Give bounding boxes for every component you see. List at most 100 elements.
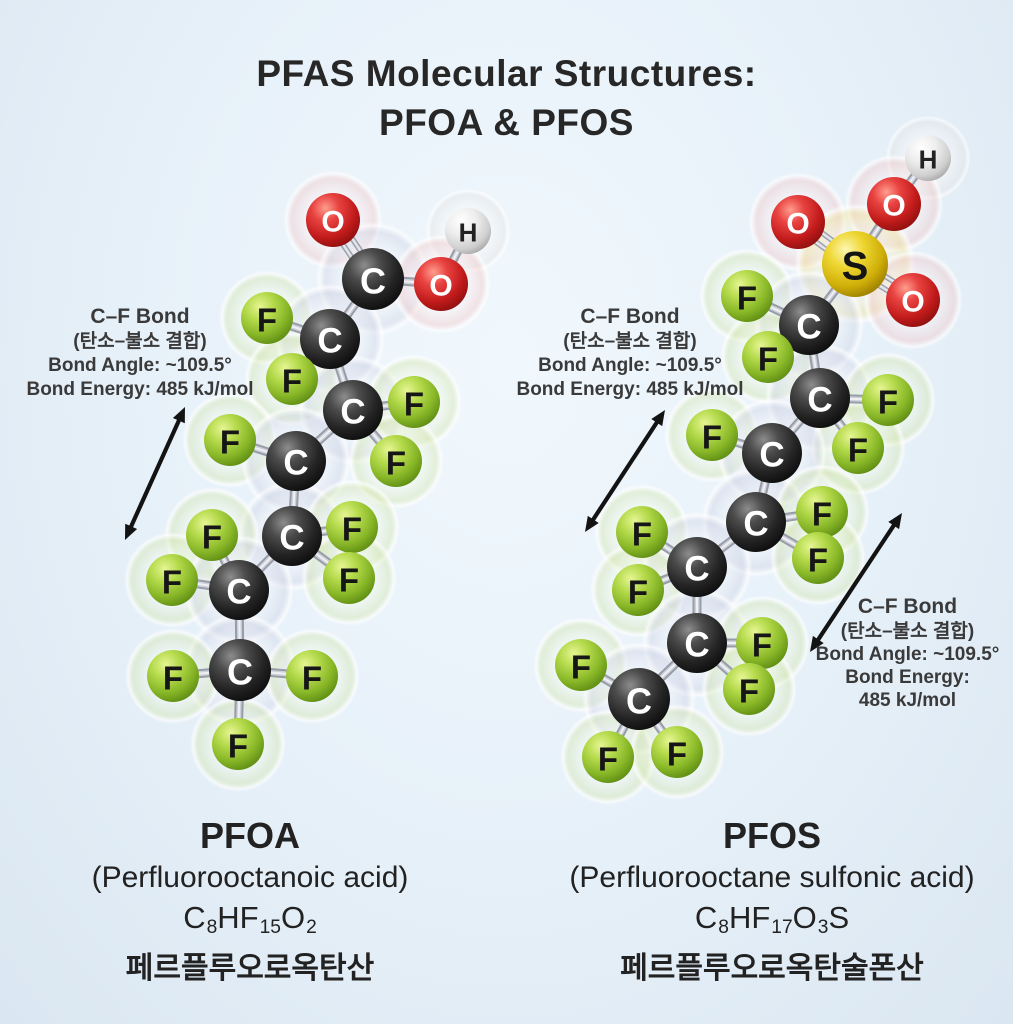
cf-bond-annotation-pfos-left: C–F Bond (탄소–불소 결합) Bond Angle: ~109.5° … xyxy=(500,304,760,402)
atom-letter: F xyxy=(628,573,648,610)
f-sphere xyxy=(612,564,664,616)
f-sphere xyxy=(286,650,338,702)
atom-letter: F xyxy=(598,740,618,777)
atom-C: C xyxy=(667,537,727,597)
atom-letter: O xyxy=(882,189,905,222)
annotation-line: Bond Angle: ~109.5° xyxy=(48,355,232,376)
annotation-line: C–F Bond xyxy=(90,305,190,328)
cf-bond-arrow xyxy=(585,410,665,532)
pfos-label-block: PFOS (Perfluorooctane sulfonic acid) C8H… xyxy=(542,814,1002,990)
o-sphere xyxy=(771,195,825,249)
f-sphere xyxy=(686,409,738,461)
atom-letter: F xyxy=(282,362,302,399)
h-sphere xyxy=(445,208,491,254)
atom-letter: F xyxy=(404,385,424,422)
atom-C: C xyxy=(342,248,404,310)
atom-letter: F xyxy=(737,279,757,316)
o-sphere xyxy=(867,177,921,231)
arrowhead xyxy=(888,513,902,530)
atom-F: F xyxy=(370,435,422,487)
atom-F: F xyxy=(241,292,293,344)
c-sphere xyxy=(726,492,786,552)
f-sphere xyxy=(204,414,256,466)
atom-F: F xyxy=(651,726,703,778)
atom-C: C xyxy=(726,492,786,552)
c-sphere xyxy=(667,613,727,673)
atom-C: C xyxy=(790,368,850,428)
atom-letter: F xyxy=(163,659,183,696)
atom-H: H xyxy=(445,208,491,254)
atom-letter: F xyxy=(571,648,591,685)
annotation-line: (탄소–불소 결합) xyxy=(73,331,207,352)
atom-C: C xyxy=(209,560,269,620)
atom-F: F xyxy=(616,506,668,558)
atom-F: F xyxy=(796,486,848,538)
annotation-line: Bond Energy: xyxy=(845,667,970,688)
atom-F: F xyxy=(582,731,634,783)
atom-O: O xyxy=(771,195,825,249)
annotation-line: Bond Angle: ~109.5° xyxy=(538,355,722,376)
atom-F: F xyxy=(686,409,738,461)
atom-letter: F xyxy=(848,431,868,468)
o-sphere xyxy=(414,257,468,311)
f-sphere xyxy=(186,509,238,561)
atom-letter: O xyxy=(901,285,924,318)
atom-letter: F xyxy=(162,563,182,600)
f-sphere xyxy=(388,376,440,428)
atom-F: F xyxy=(212,718,264,770)
atom-C: C xyxy=(262,506,322,566)
atom-letter: F xyxy=(302,659,322,696)
arrowhead xyxy=(651,410,665,427)
pfoa-label-block: PFOA (Perfluorooctanoic acid) C8HF15O2 페… xyxy=(55,814,445,990)
atom-letter: F xyxy=(342,510,362,547)
pfos-korean-name: 페르플루오로옥탄술폰산 xyxy=(620,952,924,986)
atom-letter: F xyxy=(878,383,898,420)
atom-letter: C xyxy=(340,393,365,432)
atom-letter: C xyxy=(226,573,251,612)
arrow-shaft xyxy=(127,415,183,532)
atom-F: F xyxy=(326,501,378,553)
annotation-line: (탄소–불소 결합) xyxy=(563,331,697,352)
atom-letter: F xyxy=(812,495,832,532)
f-sphere xyxy=(736,617,788,669)
cf-bond-annotation-pfos-right: C–F Bond (탄소–불소 결합) Bond Angle: ~109.5° … xyxy=(795,594,1013,712)
c-sphere xyxy=(779,295,839,355)
page-title: PFAS Molecular Structures: PFOA & PFOS xyxy=(0,50,1013,148)
page-title-line2: PFOA & PFOS xyxy=(379,101,634,143)
cf-bond-arrow xyxy=(125,407,185,540)
arrow-shaft xyxy=(589,417,661,525)
annotation-line: Bond Energy: 485 kJ/mol xyxy=(26,379,254,400)
annotation-line: C–F Bond xyxy=(857,595,958,618)
atom-S: S xyxy=(822,231,888,297)
atom-letter: C xyxy=(279,519,304,558)
c-sphere xyxy=(266,431,326,491)
atom-O: O xyxy=(414,257,468,311)
f-sphere xyxy=(582,731,634,783)
atom-O: O xyxy=(867,177,921,231)
atom-O: O xyxy=(306,193,360,247)
atom-F: F xyxy=(186,509,238,561)
arrows-layer xyxy=(125,407,902,652)
f-sphere xyxy=(212,718,264,770)
f-sphere xyxy=(651,726,703,778)
atom-letter: C xyxy=(317,322,342,361)
c-sphere xyxy=(790,368,850,428)
pfos-name: PFOS xyxy=(722,815,821,856)
atom-letter: C xyxy=(684,550,709,589)
f-sphere xyxy=(323,552,375,604)
atom-letter: C xyxy=(626,681,652,722)
atom-letter: C xyxy=(759,436,784,475)
atom-letter: F xyxy=(220,423,240,460)
atom-F: F xyxy=(147,650,199,702)
atom-F: F xyxy=(286,650,338,702)
pfos-fullname: (Perfluorooctane sulfonic acid) xyxy=(569,861,975,894)
c-sphere xyxy=(323,380,383,440)
atom-letter: F xyxy=(702,418,722,455)
arrowhead xyxy=(125,523,138,540)
atom-letter: F xyxy=(752,626,772,663)
arrow-shaft xyxy=(814,520,898,645)
annotation-line: C–F Bond xyxy=(580,305,680,328)
